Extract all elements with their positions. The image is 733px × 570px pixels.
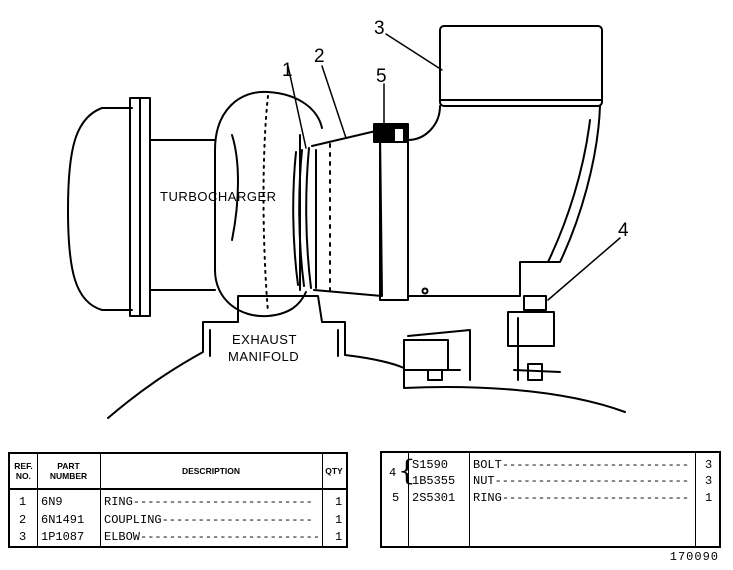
group-ref: 4 [389,466,397,480]
row-qty: 1 [335,513,343,527]
group-brace: { [398,454,416,487]
ring-1 [292,147,312,289]
header-ref-no: REF.NO. [10,454,37,490]
row-desc: COUPLING--------------------- [104,513,313,527]
callout-2: 2 [314,46,325,67]
row-part: 2S5301 [412,491,456,505]
turbocharger-label: TURBOCHARGER [160,189,277,204]
figure-number: 170090 [669,550,719,564]
row-desc: ELBOW------------------------- [104,530,318,544]
row-desc: RING---------------------------- [473,491,691,505]
parts-table-right: 4 { S1590 BOLT--------------------------… [380,451,721,548]
callout-3: 3 [374,18,385,39]
callout-5: 5 [376,66,387,87]
exhaust-manifold-label-line2: MANIFOLD [228,349,299,364]
callout-1: 1 [282,60,293,81]
row-qty: 1 [705,491,713,505]
row-ref: 3 [19,530,27,544]
row-desc: NUT----------------------------- [473,474,691,488]
exploded-parts-diagram: TURBOCHARGER EXHAUST MANIFOLD 1 2 3 4 5 [67,18,629,419]
row-desc: RING------------------------- [104,495,313,509]
row-part: S1590 [412,458,449,472]
header-qty: QTY [322,454,346,490]
row-part: 6N1491 [41,513,85,527]
exhaust-manifold-label-line1: EXHAUST [232,332,297,347]
row-qty: 1 [335,530,343,544]
turbocharger [67,90,323,318]
header-description: DESCRIPTION [100,454,322,490]
row-part: 1P1087 [41,530,85,544]
row-part: 1B5355 [412,474,456,488]
row-ref: 5 [392,491,400,505]
elbow-3 [379,25,603,301]
callout-4: 4 [618,220,629,241]
row-qty: 3 [705,458,713,472]
exhaust-manifold [107,295,626,419]
row-qty: 3 [705,474,713,488]
ring-5 [373,123,409,143]
row-part: 6N9 [41,495,63,509]
leader-lines [287,33,621,301]
row-qty: 1 [335,495,343,509]
row-ref: 2 [19,513,27,527]
coupling-2 [311,129,383,297]
row-desc: BOLT---------------------------- [473,458,691,472]
bolt-and-nut-4 [403,295,555,381]
row-ref: 1 [19,495,27,509]
